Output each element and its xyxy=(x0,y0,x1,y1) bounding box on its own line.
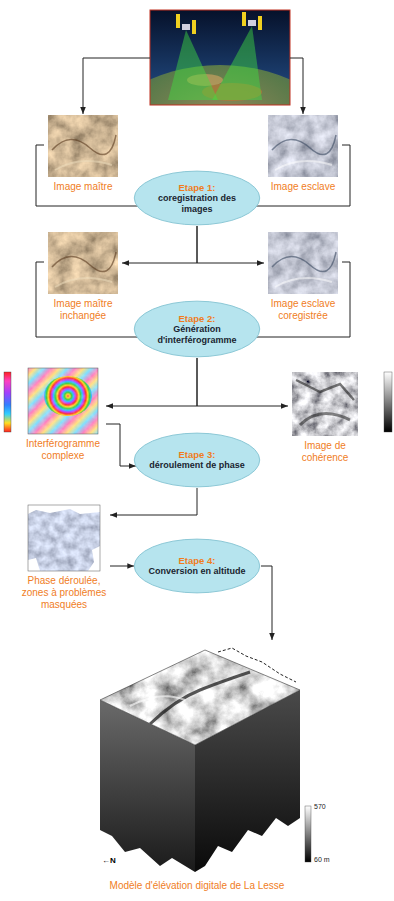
process-ellipse: Etape 1:coregistration des images xyxy=(133,170,261,226)
image-panel: Phase déroulée, zones à problèmes masqué… xyxy=(18,505,110,611)
terrain-photo xyxy=(48,115,118,177)
terrain-photo xyxy=(268,115,338,177)
satellite-scene xyxy=(150,10,290,105)
step-heading: Etape 4: xyxy=(148,555,245,566)
image-caption: Interférogramme complexe xyxy=(20,438,106,462)
feed-line xyxy=(290,58,303,114)
scale-label: ←N xyxy=(102,856,116,865)
ellipse-text-block: Etape 2:Génération d'interférogramme xyxy=(133,300,261,358)
step-heading: Etape 2: xyxy=(145,313,249,324)
flow-connector xyxy=(106,424,136,466)
unwrapped-phase-image xyxy=(28,505,100,571)
flow-connector xyxy=(197,358,288,406)
flow-connector xyxy=(110,488,197,515)
image-caption: Phase déroulée, zones à problèmes masqué… xyxy=(18,575,110,611)
ellipse-text-block: Etape 1:coregistration des images xyxy=(133,170,261,226)
step-description: déroulement de phase xyxy=(149,460,245,471)
image-panel: Image maître xyxy=(44,115,122,193)
process-ellipse: Etape 4:Conversion en altitude xyxy=(133,538,261,594)
process-ellipse: Etape 2:Génération d'interférogramme xyxy=(133,300,261,358)
ellipse-text-column: Etape 2:Génération d'interférogramme xyxy=(145,313,249,346)
flow-connector xyxy=(106,358,197,406)
gray-scale-bar xyxy=(384,372,392,432)
flow-connector xyxy=(197,226,264,263)
feed-line xyxy=(83,58,150,114)
ellipse-text-block: Etape 4:Conversion en altitude xyxy=(133,538,261,594)
dem-block xyxy=(100,648,300,872)
image-caption: Image esclave xyxy=(264,181,342,193)
flow-connector xyxy=(122,226,197,263)
interferogram-image xyxy=(28,368,98,434)
image-caption: Image esclave coregistrée xyxy=(264,298,342,322)
ellipse-text-column: Etape 4:Conversion en altitude xyxy=(148,555,245,577)
step-heading: Etape 3: xyxy=(149,449,245,460)
image-caption: Image de cohérence xyxy=(288,440,362,464)
flow-connector xyxy=(261,566,272,640)
ellipse-text-block: Etape 3:déroulement de phase xyxy=(133,432,261,488)
scale-label: 570 xyxy=(314,803,326,811)
image-panel: Interférogramme complexe xyxy=(20,368,106,462)
step-description: Génération d'interférogramme xyxy=(145,324,249,346)
image-panel: Image de cohérence xyxy=(288,372,362,464)
image-panel: Modèle d'élévation digitale de La Lesse xyxy=(72,640,322,892)
flow-connector xyxy=(110,566,134,567)
image-caption: Image maître xyxy=(44,181,122,193)
image-panel: Image esclave xyxy=(264,115,342,193)
elevation-scale-bar xyxy=(305,806,311,862)
ellipse-text-column: Etape 1:coregistration des images xyxy=(145,182,249,215)
coherence-image xyxy=(292,372,358,436)
scale-label: 60 m xyxy=(314,856,330,864)
process-ellipse: Etape 3:déroulement de phase xyxy=(133,432,261,488)
phase-color-bar xyxy=(4,372,11,432)
terrain-photo xyxy=(268,232,338,294)
image-panel: Image maître inchangée xyxy=(44,232,122,322)
image-panel: Image esclave coregistrée xyxy=(264,232,342,322)
image-caption: Modèle d'élévation digitale de La Lesse xyxy=(72,880,322,892)
step-description: coregistration des images xyxy=(145,193,249,215)
step-heading: Etape 1: xyxy=(145,182,249,193)
image-caption: Image maître inchangée xyxy=(44,298,122,322)
step-description: Conversion en altitude xyxy=(148,566,245,577)
ellipse-text-column: Etape 3:déroulement de phase xyxy=(149,449,245,471)
terrain-photo xyxy=(48,232,118,294)
